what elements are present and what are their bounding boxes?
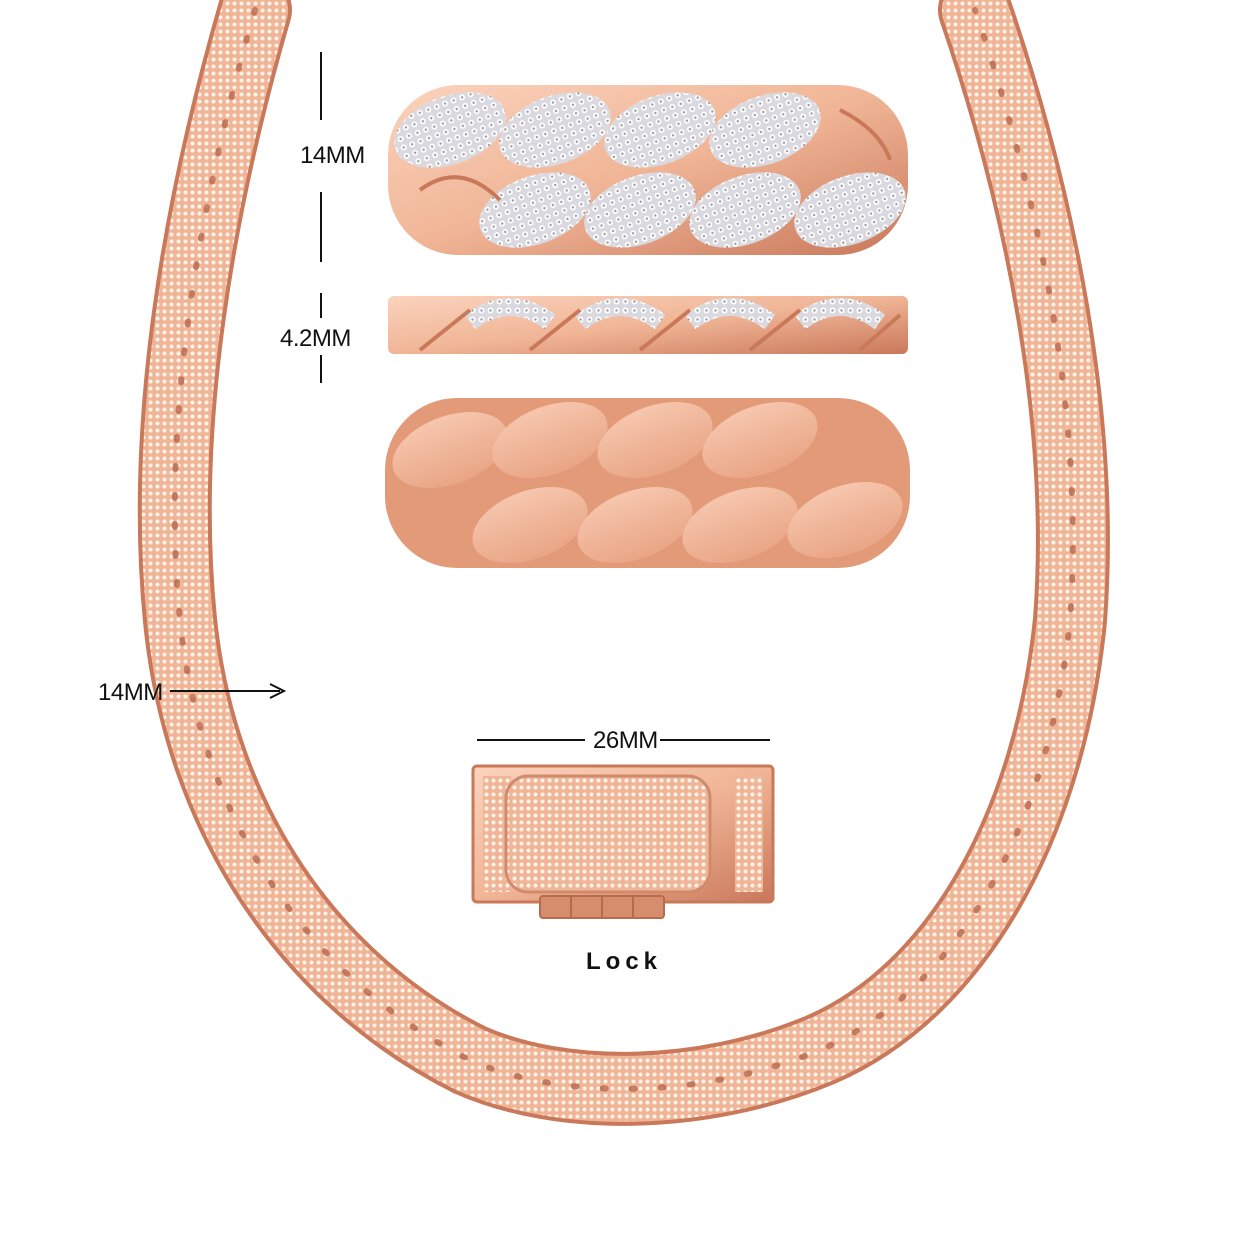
side-profile-detail (388, 296, 908, 354)
top-height-label: 14MM (300, 142, 365, 169)
width-arrow-right-icon (170, 683, 287, 699)
plain-link-detail (385, 398, 910, 568)
box-clasp-lock (471, 764, 775, 919)
lock-label: Lock (586, 948, 663, 975)
necklace-chain (137, 0, 1110, 1126)
iced-link-detail (388, 85, 908, 255)
clasp-length-label: 26MM (593, 727, 658, 754)
chain-width-label: 14MM (98, 679, 163, 706)
thickness-label: 4.2MM (280, 325, 351, 352)
